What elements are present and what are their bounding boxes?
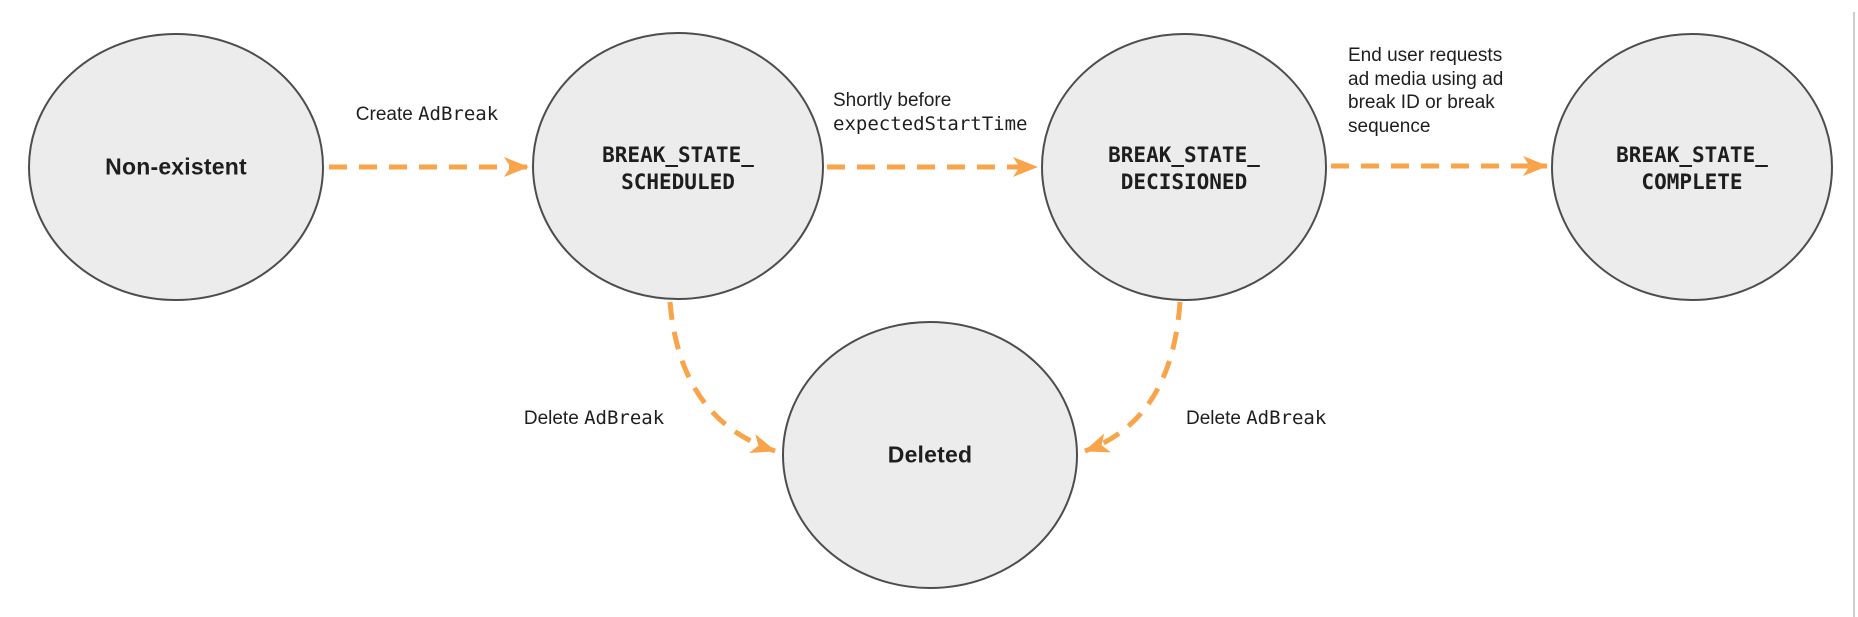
transition-label-delete-adbreak-right: Delete AdBreak: [1186, 407, 1326, 431]
label-code-text: AdBreak: [1246, 407, 1327, 429]
transition-label-delete-adbreak-left: Delete AdBreak: [524, 407, 664, 431]
label-text: Create: [355, 104, 419, 125]
state-circle-non-existent: [28, 33, 324, 301]
state-label-line: BREAK_STATE_: [602, 143, 754, 167]
state-circle-scheduled: [532, 32, 824, 300]
transition-label-shortly-before: Shortly before expectedStartTime: [833, 89, 1027, 136]
label-text: Shortly before: [833, 90, 952, 111]
state-label-decisioned: BREAK_STATE_ DECISIONED: [1108, 142, 1260, 196]
label-line: sequence: [1348, 115, 1431, 137]
label-text: Delete: [523, 408, 585, 429]
state-label-line: COMPLETE: [1641, 170, 1743, 194]
transition-arrow-delete-from-decisioned: [1084, 301, 1183, 454]
label-line: break ID or break: [1348, 92, 1495, 113]
label-line: ad media using ad: [1348, 68, 1504, 90]
state-label-line: DECISIONED: [1120, 170, 1248, 194]
state-label-line: BREAK_STATE_: [1616, 143, 1768, 167]
label-code-text: AdBreak: [418, 103, 499, 125]
transition-label-create-adbreak: Create AdBreak: [356, 103, 498, 127]
state-label-line: SCHEDULED: [621, 170, 735, 194]
label-text: Delete: [1186, 408, 1247, 429]
state-circle-decisioned: [1041, 33, 1327, 301]
state-label-line: BREAK_STATE_: [1108, 143, 1260, 167]
state-label-non-existent: Non-existent: [105, 153, 247, 180]
transition-label-end-user-request: End user requests ad media using ad brea…: [1348, 44, 1503, 138]
state-label-deleted: Deleted: [887, 441, 973, 468]
label-line: End user requests: [1348, 45, 1503, 66]
label-code-text: AdBreak: [584, 407, 665, 429]
state-circle-deleted: [782, 321, 1078, 589]
state-circle-complete: [1551, 33, 1833, 301]
state-label-scheduled: BREAK_STATE_ SCHEDULED: [602, 142, 754, 196]
page-edge-divider: [1853, 12, 1855, 617]
label-code-text: expectedStartTime: [833, 112, 1028, 135]
transition-arrow-delete-from-scheduled: [667, 301, 776, 454]
state-label-complete: BREAK_STATE_ COMPLETE: [1616, 142, 1768, 196]
